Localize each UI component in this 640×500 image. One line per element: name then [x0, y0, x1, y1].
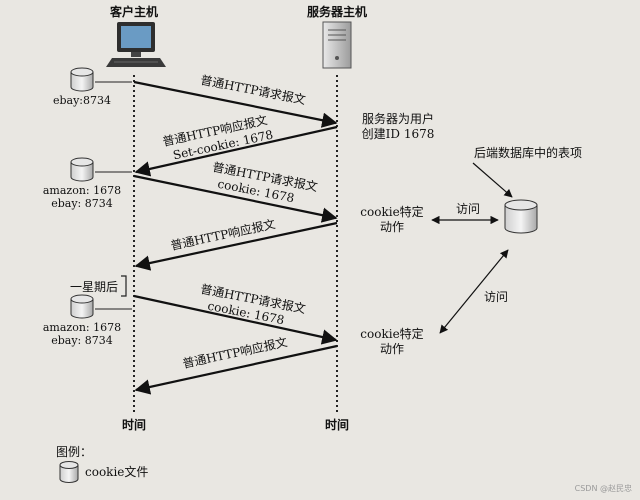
one-week-bracket [121, 275, 127, 297]
cookie-file-3-entry-1: amazon: 1678 [42, 321, 122, 334]
msg-arrow-request-3 [133, 294, 338, 345]
backend-db-label: 后端数据库中的表项 [474, 146, 583, 160]
msg-arrow-request-1 [133, 80, 338, 128]
cookie-file-1-entry: ebay:8734 [52, 94, 112, 107]
server-action-2-line-1: cookie特定 [360, 327, 424, 341]
access-label-1: 访问 [455, 202, 480, 216]
server-create-id-line-2: 创建ID 1678 [361, 127, 435, 141]
access-label-2: 访问 [483, 290, 508, 304]
msg-arrow-response-1 [134, 125, 338, 177]
legend-title: 图例： [56, 445, 93, 459]
client-host-title: 客户主机 [109, 5, 158, 19]
legend-cookie-icon [59, 461, 79, 483]
backend-database-icon [504, 199, 538, 234]
server-action-1-line-2: 动作 [379, 220, 404, 234]
server-action-2-line-2: 动作 [379, 342, 404, 356]
client-computer-icon [106, 22, 166, 67]
server-tower-icon [322, 21, 352, 69]
server-action-1-line-1: cookie特定 [360, 205, 424, 219]
cookie-file-2-entry-2: ebay: 8734 [51, 197, 113, 210]
msg-arrow-response-2 [134, 221, 338, 271]
watermark: CSDN @赵民忠 [574, 484, 632, 493]
backend-pointer-arrow [472, 162, 513, 198]
cookie-file-icon [70, 67, 94, 92]
legend-item-label: cookie文件 [85, 465, 149, 479]
one-week-later-label: 一星期后 [69, 280, 118, 294]
server-host-title: 服务器主机 [306, 5, 367, 19]
msg-arrow-response-3 [134, 344, 338, 395]
cookie-file-icon [70, 157, 94, 182]
cookie-file-icon [70, 294, 94, 319]
cookie-file-3-entry-2: ebay: 8734 [51, 334, 113, 347]
msg-arrow-request-2 [133, 174, 338, 223]
access-arrow-2 [439, 249, 509, 334]
client-time-label: 时间 [121, 418, 146, 432]
cookie-file-2-entry-1: amazon: 1678 [42, 184, 122, 197]
server-create-id-line-1: 服务器为用户 [361, 112, 434, 126]
server-time-label: 时间 [324, 418, 349, 432]
